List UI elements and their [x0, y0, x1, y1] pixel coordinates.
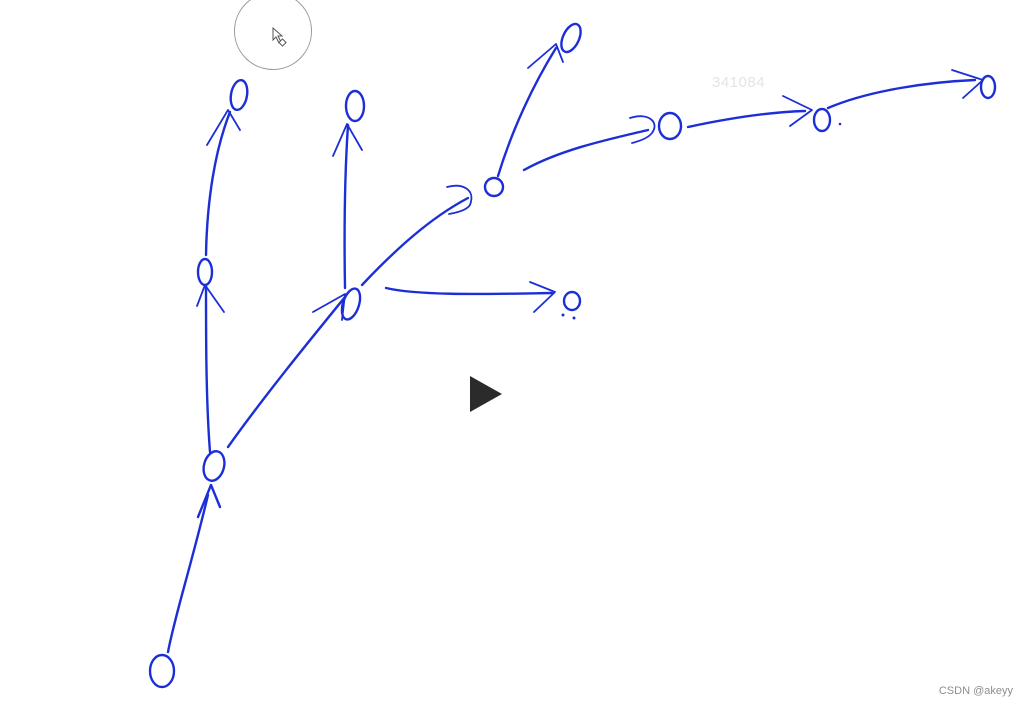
- arrowhead-a-to-b: [196, 284, 225, 313]
- tree-node-i: [657, 111, 683, 141]
- edge-a-to-d: [226, 295, 347, 449]
- edge-j-to-k: [826, 78, 977, 110]
- tree-node-a: [202, 450, 226, 482]
- arrowhead-i-to-j: [782, 95, 813, 127]
- arrowhead-b-to-c: [206, 109, 241, 146]
- edge-g-to-i: [522, 128, 650, 172]
- arrowhead-j-to-k: [951, 69, 984, 99]
- tree-node-root: [148, 653, 176, 689]
- tree-node-b: [196, 257, 214, 287]
- source-credit: CSDN @akeyy: [938, 685, 1013, 697]
- arrowhead-d-to-f: [529, 281, 556, 313]
- edge-b-to-c: [204, 110, 232, 257]
- edge-d-to-e: [343, 123, 350, 290]
- tree-node-j: [812, 107, 832, 133]
- arrowhead-root-to-a: [196, 483, 222, 519]
- tree-node-e: [344, 89, 366, 123]
- ink-dot: [838, 122, 842, 126]
- arrowhead-g-to-h: [527, 43, 564, 69]
- arrowhead-g-to-i: [629, 115, 656, 144]
- ink-dot: [572, 316, 576, 320]
- tree-node-f: [562, 290, 582, 312]
- tree-node-g: [483, 176, 505, 198]
- edge-g-to-h: [496, 46, 558, 178]
- ink-dot: [561, 313, 565, 317]
- tree-node-c: [229, 78, 249, 112]
- tree-node-d: [340, 287, 362, 321]
- edge-d-to-f: [384, 286, 554, 296]
- arrowhead-d-to-e: [332, 123, 363, 157]
- edge-d-to-g: [360, 196, 470, 287]
- tree-node-k: [979, 74, 997, 100]
- play-icon[interactable]: [466, 373, 506, 415]
- edge-i-to-j: [686, 109, 807, 129]
- tree-node-h: [560, 22, 582, 54]
- pointer-cursor-icon: [272, 26, 287, 47]
- watermark-text: 341084: [712, 74, 766, 91]
- arrowhead-d-to-g: [446, 184, 473, 215]
- edge-a-to-b: [204, 283, 212, 454]
- edge-root-to-a: [166, 493, 210, 654]
